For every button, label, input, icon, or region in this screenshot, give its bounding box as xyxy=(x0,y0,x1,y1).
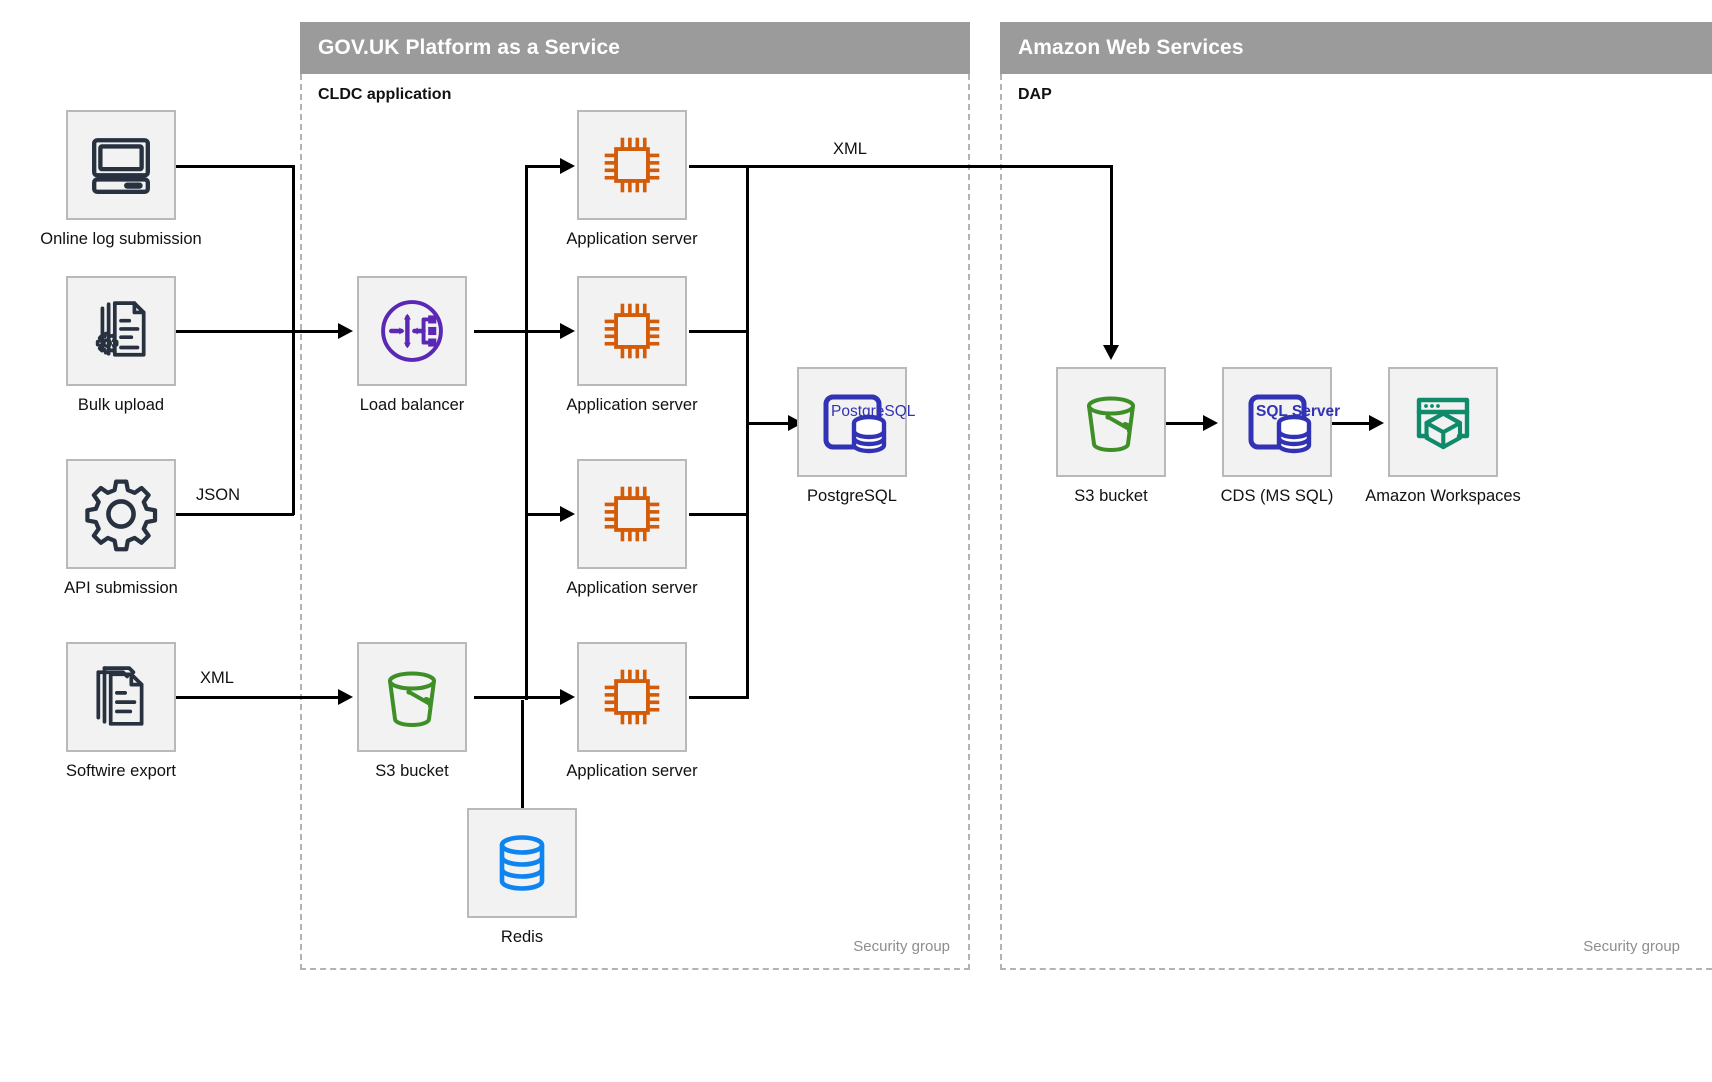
caption-api-submission: API submission xyxy=(64,579,178,597)
arrow-into-app-server-1 xyxy=(560,158,575,174)
edge-s3aws-to-cds xyxy=(1166,422,1204,425)
caption-bulk-upload: Bulk upload xyxy=(77,396,165,414)
zone-footer-aws: Security group xyxy=(1583,938,1680,955)
caption-load-balancer: Load balancer xyxy=(359,396,465,414)
zone-header-aws: Amazon Web Services xyxy=(1000,22,1712,74)
sql-server-icon: SQL Server xyxy=(1237,382,1340,462)
edge-collector-to-postgres xyxy=(746,422,796,425)
tile-redis xyxy=(467,808,577,918)
tile-api-submission xyxy=(66,459,176,569)
edge-label-xml-softwire: XML xyxy=(200,669,234,687)
tile-s3-bucket-aws xyxy=(1056,367,1166,477)
arrow-into-s3-bucket-aws xyxy=(1103,345,1119,360)
zone-body-aws xyxy=(1000,74,1712,970)
cpu-chip-icon xyxy=(598,131,666,199)
edge-label-xml-appserver: XML xyxy=(833,140,867,158)
edge-label-json: JSON xyxy=(196,486,241,504)
edge-app2-to-collector xyxy=(689,330,749,333)
tile-online-log-submission xyxy=(66,110,176,220)
workspaces-icon xyxy=(1407,386,1479,458)
zone-body-govuk xyxy=(300,74,970,970)
edge-app3-to-collector xyxy=(689,513,749,516)
caption-cds-ms-sql: CDS (MS SQL) xyxy=(1220,487,1334,505)
arrow-into-load-balancer xyxy=(338,323,353,339)
edge-bus-to-app2 xyxy=(525,330,567,333)
cpu-chip-icon xyxy=(598,297,666,365)
caption-s3-bucket-aws: S3 bucket xyxy=(1074,487,1148,505)
edge-redis-up xyxy=(521,700,524,810)
cpu-chip-icon xyxy=(598,480,666,548)
edge-app4-to-collector xyxy=(689,696,749,699)
zone-header-govuk: GOV.UK Platform as a Service xyxy=(300,22,970,74)
edge-api-vertical xyxy=(292,330,295,515)
arrow-into-app-server-3 xyxy=(560,506,575,522)
edge-softwire-to-s3 xyxy=(176,696,348,699)
gear-icon xyxy=(85,479,158,552)
caption-app-server-1: Application server xyxy=(566,230,698,248)
tile-bulk-upload xyxy=(66,276,176,386)
caption-s3-bucket-paas: S3 bucket xyxy=(375,762,449,780)
zone-title-aws: Amazon Web Services xyxy=(1018,36,1244,59)
edge-bus-to-app1 xyxy=(525,165,567,168)
arrow-into-cds xyxy=(1203,415,1218,431)
edge-bulk-to-lb xyxy=(176,330,348,333)
edge-online-to-bus xyxy=(176,165,294,168)
edge-xml-down-to-s3 xyxy=(1110,165,1113,347)
arrow-into-s3-bucket-paas xyxy=(338,689,353,705)
svg-text:PostgreSQL: PostgreSQL xyxy=(831,403,916,420)
tile-app-server-1 xyxy=(577,110,687,220)
s3-bucket-icon xyxy=(376,661,448,733)
edge-collector-bus xyxy=(746,165,749,698)
s3-bucket-icon xyxy=(1075,386,1147,458)
edge-bus-vertical-left xyxy=(292,165,295,365)
edge-app1-xml xyxy=(689,165,1113,168)
postgresql-icon: PostgreSQL xyxy=(812,382,916,462)
zone-subtitle-govuk: CLDC application xyxy=(318,86,452,103)
edge-cds-to-workspaces xyxy=(1332,422,1370,425)
database-icon xyxy=(490,831,554,895)
svg-text:SQL Server: SQL Server xyxy=(1256,403,1340,420)
cpu-chip-icon xyxy=(598,663,666,731)
caption-online-log-submission: Online log submission xyxy=(40,230,202,248)
tile-app-server-2 xyxy=(577,276,687,386)
caption-softwire-export: Softwire export xyxy=(65,762,177,780)
document-gear-icon xyxy=(88,298,154,364)
caption-app-server-4: Application server xyxy=(566,762,698,780)
tile-softwire-export xyxy=(66,642,176,752)
edge-api-to-bus xyxy=(176,513,294,516)
arrow-into-workspaces xyxy=(1369,415,1384,431)
document-stack-icon xyxy=(88,664,154,730)
load-balancer-icon xyxy=(375,294,449,368)
edge-appserver-bus xyxy=(525,165,528,700)
zone-title-govuk: GOV.UK Platform as a Service xyxy=(318,36,620,59)
desktop-computer-icon xyxy=(88,132,154,198)
caption-postgresql: PostgreSQL xyxy=(807,487,897,505)
tile-s3-bucket-paas xyxy=(357,642,467,752)
tile-app-server-4 xyxy=(577,642,687,752)
edge-lb-out xyxy=(474,330,528,333)
zone-footer-govuk: Security group xyxy=(853,938,950,955)
zone-subtitle-aws: DAP xyxy=(1018,86,1052,103)
edge-bus-to-app3 xyxy=(525,513,567,516)
tile-amazon-workspaces xyxy=(1388,367,1498,477)
caption-redis: Redis xyxy=(500,928,544,946)
caption-amazon-workspaces: Amazon Workspaces xyxy=(1365,487,1521,505)
tile-load-balancer xyxy=(357,276,467,386)
tile-app-server-3 xyxy=(577,459,687,569)
tile-cds-ms-sql: SQL Server xyxy=(1222,367,1340,477)
caption-app-server-2: Application server xyxy=(566,396,698,414)
arrow-into-app-server-2 xyxy=(560,323,575,339)
caption-app-server-3: Application server xyxy=(566,579,698,597)
tile-postgresql: PostgreSQL xyxy=(797,367,916,477)
edge-s3-to-app4 xyxy=(474,696,568,699)
